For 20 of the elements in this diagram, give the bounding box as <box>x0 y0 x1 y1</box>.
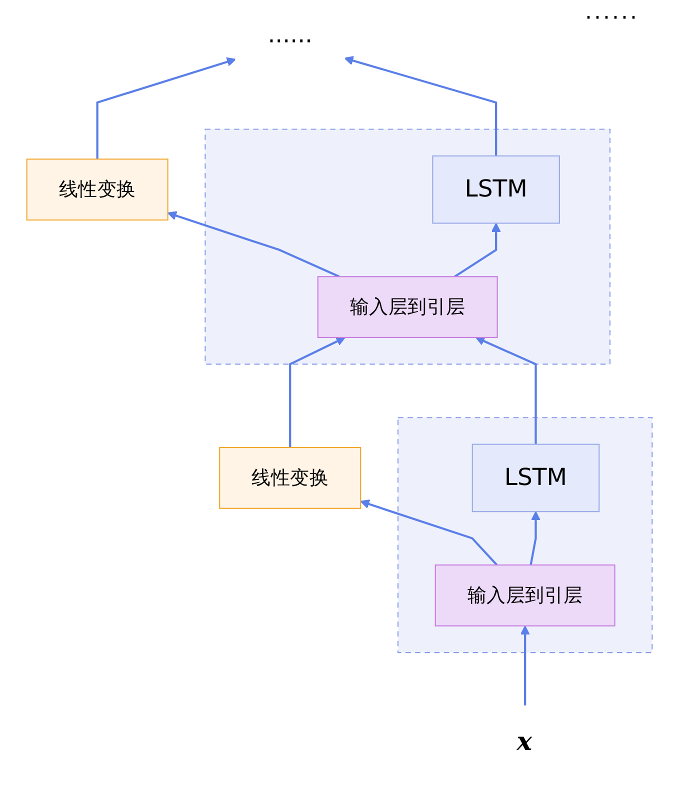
node-text: x <box>516 725 532 756</box>
node-box: 线性变换 <box>26 158 168 221</box>
arrow <box>520 625 530 706</box>
arrow <box>454 222 501 278</box>
arrow <box>289 336 346 448</box>
ellipsis-text: ······ <box>585 6 639 31</box>
node-text: ······ <box>268 28 313 56</box>
node-box: LSTM <box>472 444 600 512</box>
arrow <box>167 211 340 278</box>
arrow <box>360 500 498 566</box>
node-box: 输入层到引层 <box>317 276 498 338</box>
arrow <box>96 57 236 160</box>
node-box: LSTM <box>432 155 560 224</box>
cluster <box>204 128 611 365</box>
cluster <box>397 417 653 654</box>
arrow <box>475 336 537 444</box>
node-box: 线性变换 <box>219 446 362 509</box>
arrow <box>344 56 498 156</box>
arrow <box>530 511 540 566</box>
node-box: 输入层到引层 <box>434 564 616 626</box>
